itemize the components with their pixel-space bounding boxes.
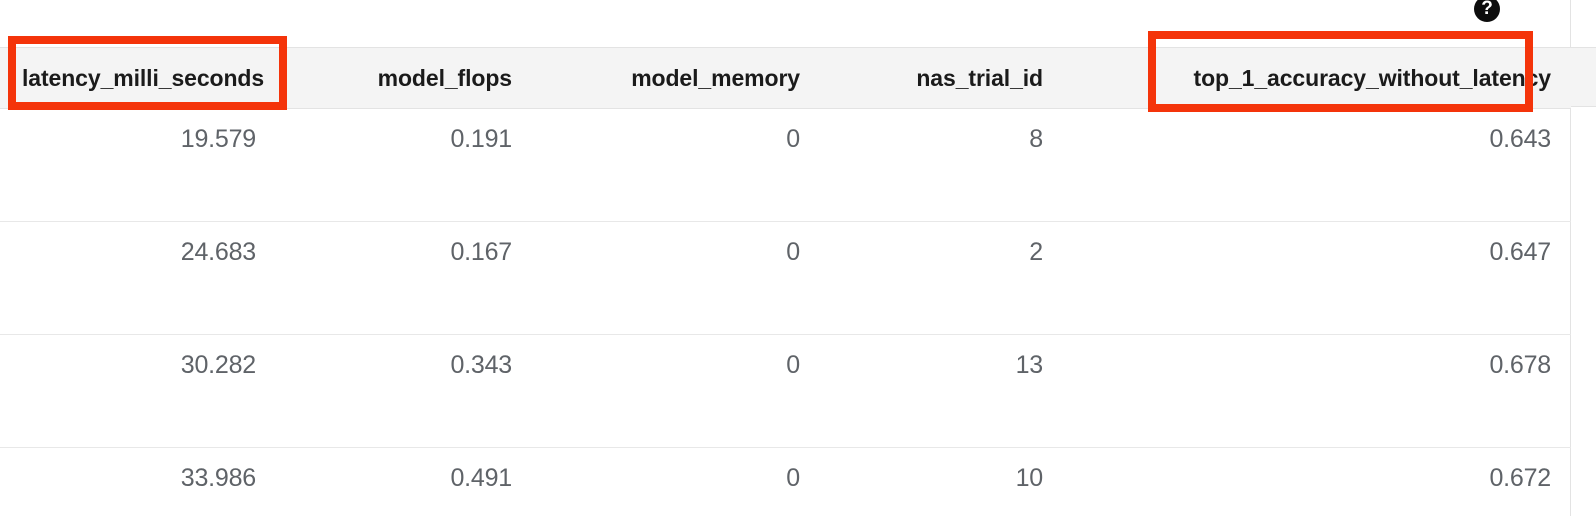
- cell-latency-milli-seconds: 33.986: [0, 447, 276, 516]
- column-header-latency-milli-seconds[interactable]: latency_milli_seconds: [0, 47, 276, 109]
- table-row[interactable]: 30.282 0.343 0 13 0.678: [0, 334, 1571, 448]
- cell-top-1-accuracy-without-latency: 0.672: [1063, 447, 1571, 516]
- column-header-top-1-accuracy-without-latency[interactable]: top_1_accuracy_without_latency: [1063, 47, 1571, 109]
- next-column-header-partial[interactable]: [1571, 47, 1596, 107]
- table-body: 19.579 0.191 0 8 0.643 24.683 0.167 0 2 …: [0, 108, 1571, 516]
- cell-model-flops: 0.343: [276, 334, 532, 448]
- table-row[interactable]: 19.579 0.191 0 8 0.643: [0, 108, 1571, 222]
- cell-model-flops: 0.167: [276, 221, 532, 335]
- table-header: latency_milli_seconds model_flops model_…: [0, 47, 1571, 109]
- cell-model-memory: 0: [532, 334, 820, 448]
- column-header-model-memory[interactable]: model_memory: [532, 47, 820, 109]
- help-icon[interactable]: ?: [1474, 0, 1500, 22]
- cell-model-flops: 0.491: [276, 447, 532, 516]
- cell-model-flops: 0.191: [276, 108, 532, 222]
- table-row[interactable]: 33.986 0.491 0 10 0.672: [0, 447, 1571, 516]
- cell-nas-trial-id: 8: [820, 108, 1063, 222]
- cell-top-1-accuracy-without-latency: 0.647: [1063, 221, 1571, 335]
- cell-model-memory: 0: [532, 108, 820, 222]
- table-row[interactable]: 24.683 0.167 0 2 0.647: [0, 221, 1571, 335]
- column-header-model-flops[interactable]: model_flops: [276, 47, 532, 109]
- cell-latency-milli-seconds: 19.579: [0, 108, 276, 222]
- cell-nas-trial-id: 2: [820, 221, 1063, 335]
- cell-nas-trial-id: 10: [820, 447, 1063, 516]
- table-header-row: latency_milli_seconds model_flops model_…: [0, 47, 1571, 109]
- cell-top-1-accuracy-without-latency: 0.678: [1063, 334, 1571, 448]
- cell-latency-milli-seconds: 30.282: [0, 334, 276, 448]
- column-header-nas-trial-id[interactable]: nas_trial_id: [820, 47, 1063, 109]
- cell-top-1-accuracy-without-latency: 0.643: [1063, 108, 1571, 222]
- results-table: latency_milli_seconds model_flops model_…: [0, 47, 1571, 516]
- cell-model-memory: 0: [532, 447, 820, 516]
- cell-model-memory: 0: [532, 221, 820, 335]
- cell-nas-trial-id: 13: [820, 334, 1063, 448]
- cell-latency-milli-seconds: 24.683: [0, 221, 276, 335]
